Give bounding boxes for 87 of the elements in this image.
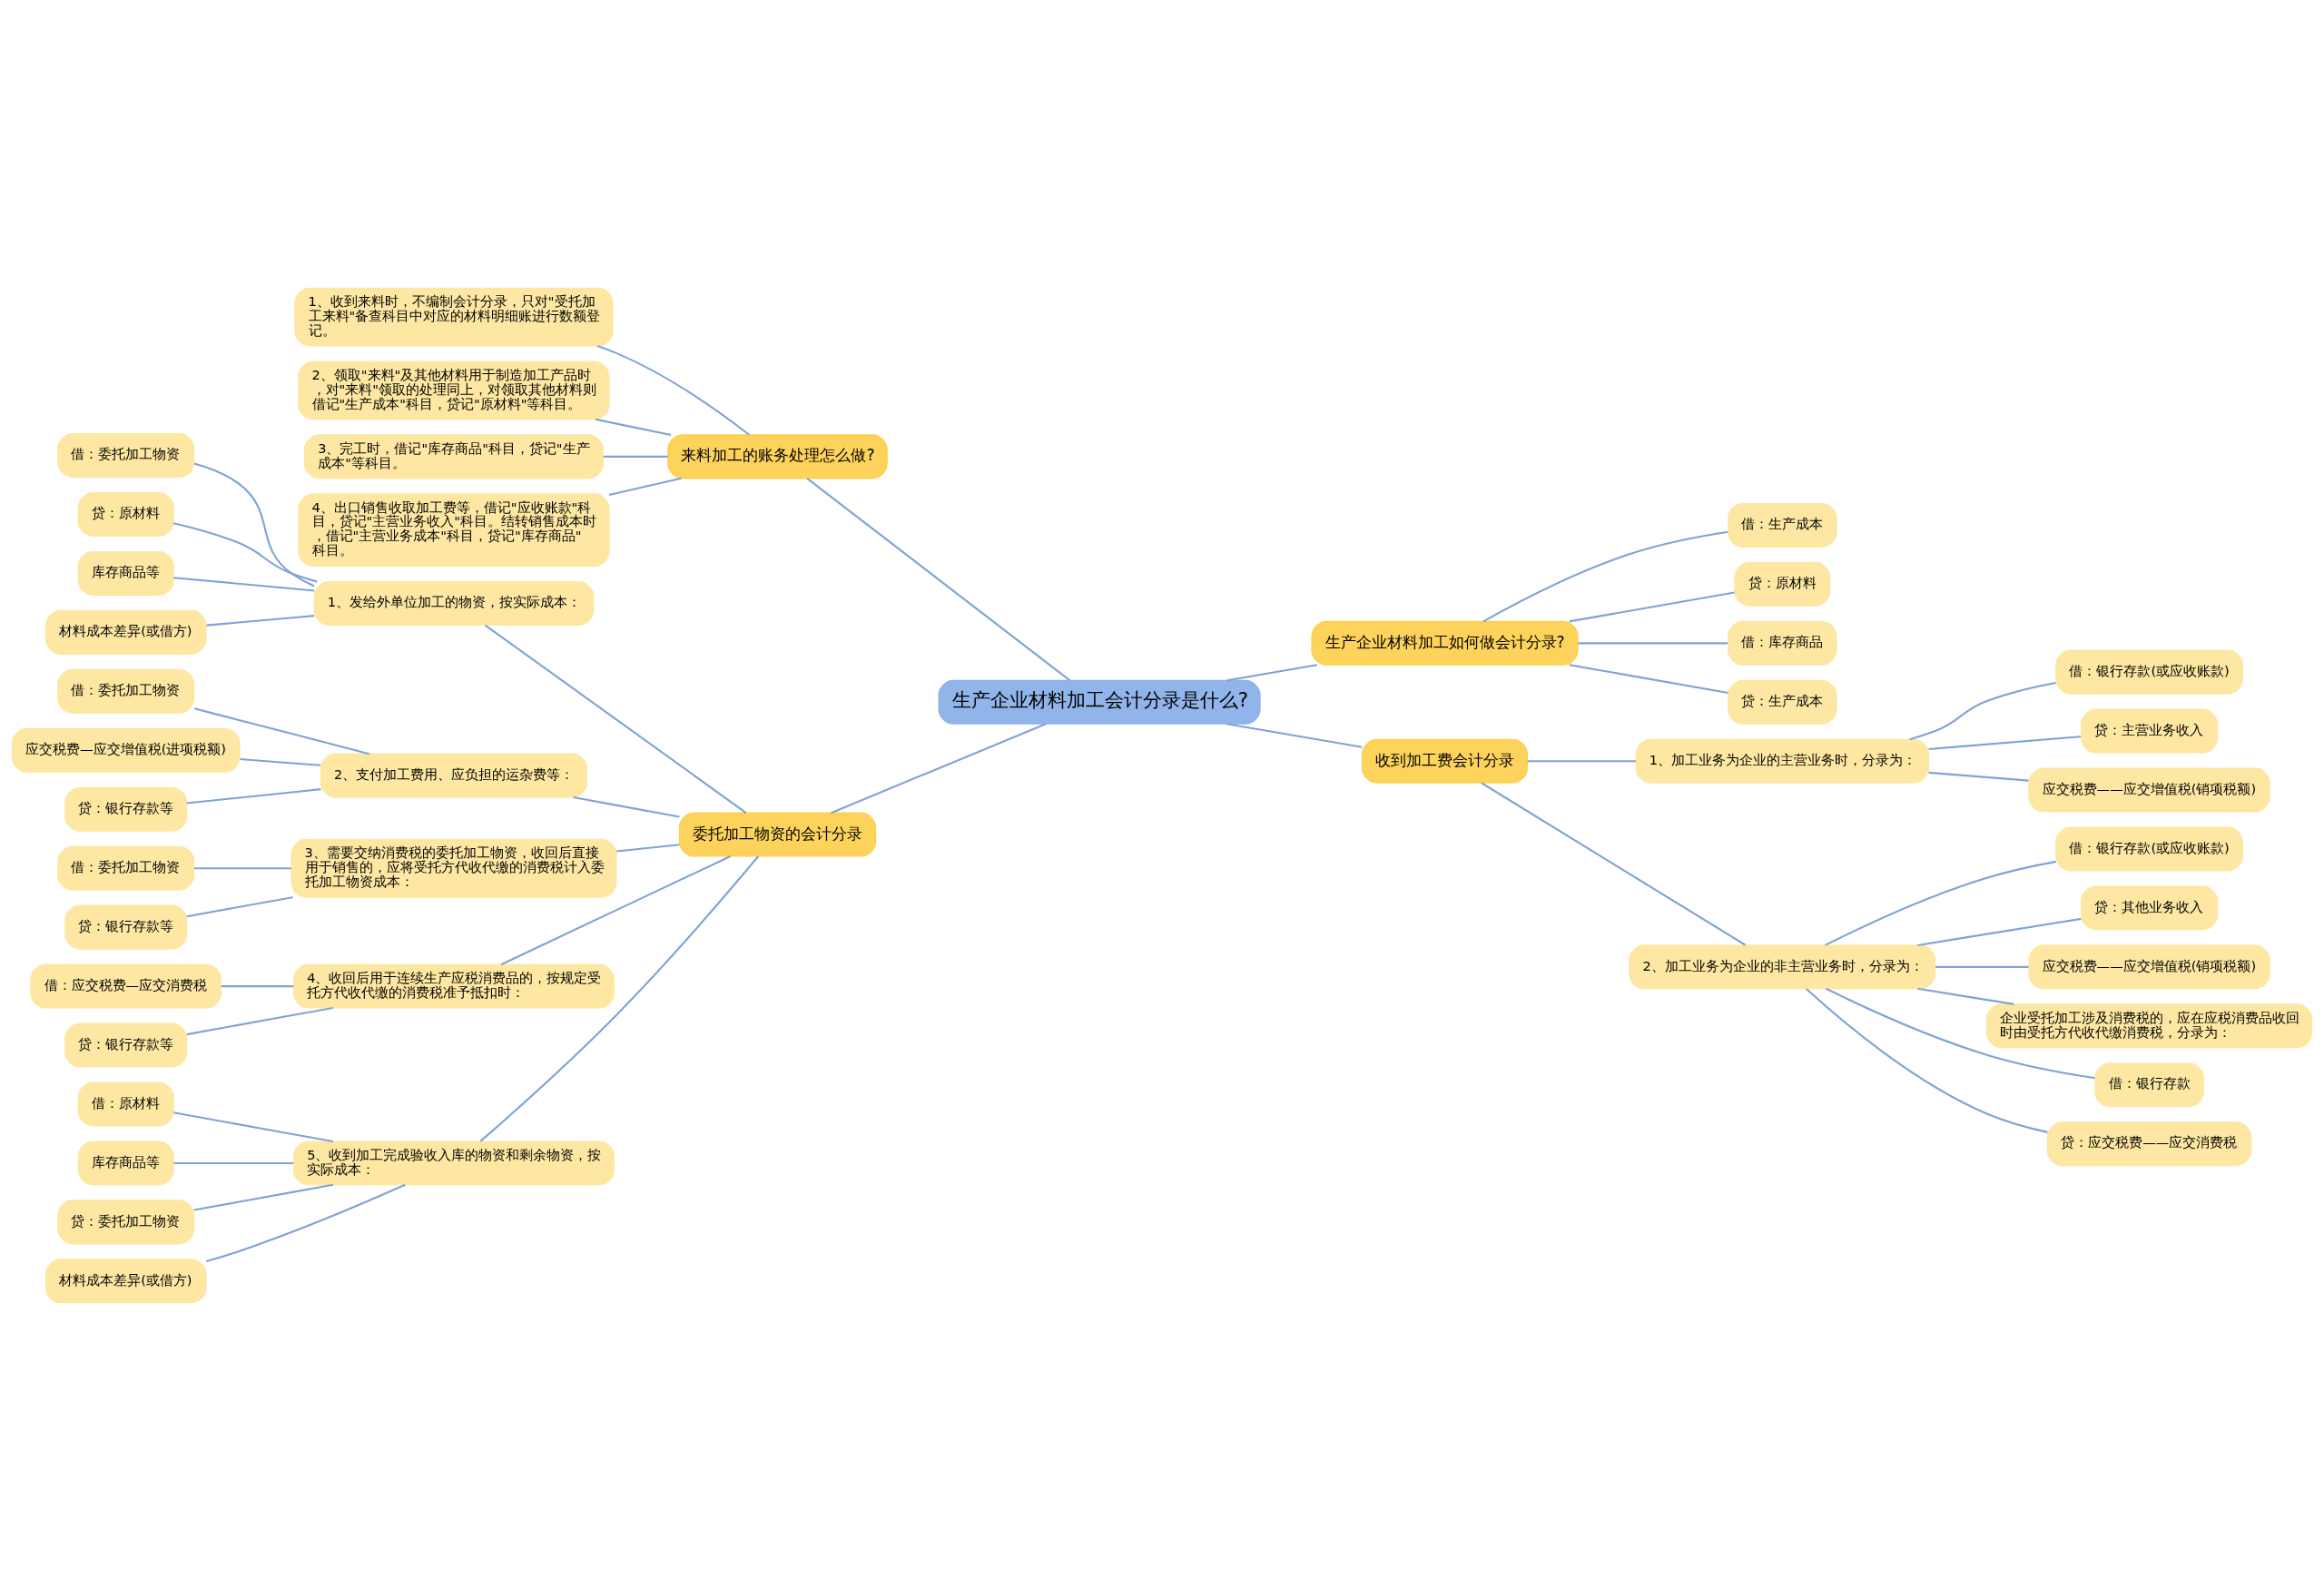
node-box: 2、加工业务为企业的非主营业务时，分录为：	[1629, 943, 1936, 989]
node-box: 企业受托加工涉及消费税的，应在应税消费品收回时由受托方代收代缴消费税，分录为：	[1985, 1002, 2313, 1048]
node-box: 收到加工费会计分录	[1362, 738, 1528, 784]
node-box: 贷：应交税费——应交消费税	[2046, 1121, 2252, 1166]
connector	[831, 722, 1047, 814]
node-box: 库存商品等	[77, 550, 174, 596]
node-box: 贷：主营业务收入	[2081, 708, 2219, 754]
connector	[193, 461, 315, 588]
connector	[1226, 663, 1317, 681]
connector	[1917, 917, 2082, 946]
node-box: 4、出口销售收取加工费等，借记"应收账款"科目，贷记"主营业务收入"科目。结转销售成本时，借记"主营业务成本"科目，贷记"库存商品"科目。	[298, 492, 610, 567]
connector	[186, 1006, 333, 1035]
connector	[1935, 965, 2029, 968]
node-box: 1、加工业务为企业的主营业务时，分录为：	[1635, 738, 1929, 784]
node-box: 借：银行存款(或应收账款)	[2055, 649, 2243, 695]
node-box: 贷：委托加工物资	[57, 1199, 195, 1244]
connector	[603, 455, 668, 458]
connector	[186, 787, 321, 804]
node-box: 应交税费——应交增值税(销项税额)	[2028, 767, 2270, 813]
node-box: 借：库存商品	[1728, 620, 1837, 666]
node-box: 借：银行存款	[2094, 1062, 2204, 1107]
node-box: 贷：银行存款等	[64, 904, 188, 950]
connector	[616, 843, 680, 853]
node-box: 借：银行存款(或应收账款)	[2055, 825, 2243, 871]
node-box: 5、收到加工完成验收入库的物资和剩余物资，按实际成本：	[293, 1140, 615, 1185]
connector	[173, 576, 315, 592]
connector	[1909, 681, 2056, 740]
node-box: 生产企业材料加工如何做会计分录?	[1311, 620, 1579, 666]
connector	[173, 1111, 334, 1142]
node-box: 生产企业材料加工会计分录是什么?	[938, 679, 1261, 725]
node-box: 贷：银行存款等	[64, 786, 188, 832]
connector	[206, 614, 315, 627]
connector	[1826, 987, 2096, 1079]
connector	[186, 895, 293, 917]
node-box: 借：委托加工物资	[57, 432, 195, 478]
connector	[573, 795, 680, 817]
node-box: 借：原材料	[77, 1081, 174, 1126]
connector	[595, 418, 672, 436]
node-box: 贷：银行存款等	[64, 1022, 188, 1068]
connector	[173, 1161, 294, 1164]
node-box: 贷：原材料	[77, 491, 174, 537]
node-box: 贷：其他业务收入	[2081, 884, 2219, 930]
node-box: 委托加工物资的会计分录	[678, 812, 877, 857]
connector	[1482, 530, 1728, 622]
node-box: 材料成本差异(或借方)	[44, 609, 207, 655]
connector	[1578, 641, 1728, 644]
connector	[500, 854, 732, 965]
node-box: 应交税费—应交增值税(进项税额)	[11, 727, 241, 773]
connector	[193, 1183, 334, 1211]
node-box: 3、需要交纳消费税的委托加工物资，收回后直接用于销售的，应将受托方代收代缴的消费税计入委托加工物资成本：	[290, 838, 617, 898]
node-box: 2、支付加工费用、应负担的运杂费等：	[320, 753, 588, 798]
node-box: 3、完工时，借记"库存商品"科目，贷记"生产成本"等科目。	[303, 433, 604, 479]
connector	[1569, 590, 1735, 622]
node-box: 借：生产成本	[1728, 502, 1837, 548]
connector	[596, 344, 750, 436]
node-box: 借：应交税费—应交消费税	[30, 963, 222, 1009]
node-box: 借：委托加工物资	[57, 668, 195, 714]
node-box: 4、收回后用于连续生产应税消费品的，按规定受托方代收代缴的消费税准予抵扣时：	[293, 963, 615, 1009]
connector	[1917, 987, 2014, 1005]
connector	[1569, 663, 1728, 694]
connector	[806, 477, 1071, 681]
node-box: 2、领取"来料"及其他材料用于制造加工产品时，对"来料"领取的处理同上，对领取其他材料则借记"生产成本"科目，贷记"原材料"等科目。	[298, 360, 610, 420]
connector	[1825, 860, 2056, 946]
node-box: 贷：生产成本	[1728, 679, 1837, 725]
connector	[240, 757, 320, 766]
node-box: 应交税费——应交增值税(销项税额)	[2028, 943, 2270, 989]
connector	[1928, 735, 2082, 750]
connector	[1806, 987, 2048, 1133]
connector	[1527, 759, 1637, 762]
node-box: 1、收到来料时，不编制会计分录，只对"受托加工来料"备查科目中对应的材料明细账进行数额登记。	[294, 287, 614, 347]
connector	[172, 521, 318, 583]
connector	[1928, 771, 2029, 782]
connector	[205, 1183, 406, 1262]
node-box: 库存商品等	[77, 1140, 174, 1185]
connector	[484, 624, 747, 814]
node-box: 来料加工的账务处理怎么做?	[667, 433, 888, 479]
connector	[1226, 722, 1363, 748]
connector	[193, 866, 291, 869]
connector	[221, 984, 294, 987]
connector	[193, 706, 369, 755]
node-box: 借：委托加工物资	[57, 845, 195, 891]
connector	[479, 854, 760, 1142]
connector	[1481, 781, 1747, 946]
node-box: 1、发给外单位加工的物资，按实际成本：	[313, 580, 595, 626]
connector	[608, 477, 682, 496]
node-box: 贷：原材料	[1734, 561, 1831, 607]
node-box: 材料成本差异(或借方)	[44, 1258, 207, 1303]
